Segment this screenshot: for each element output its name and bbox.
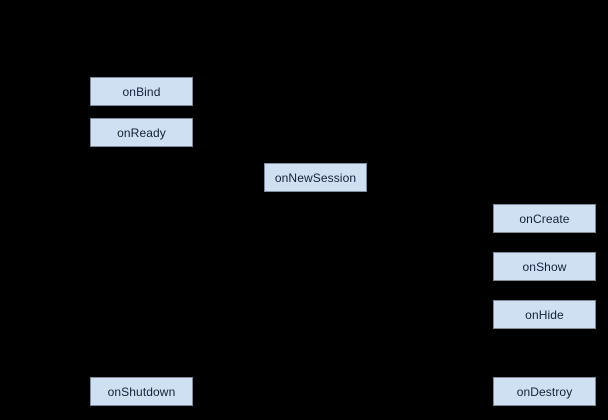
node-on-shutdown[interactable]: onShutdown	[90, 377, 193, 406]
node-label-on-hide: onHide	[525, 307, 564, 322]
node-label-on-show: onShow	[522, 259, 567, 274]
node-label-on-new-session: onNewSession	[274, 170, 357, 185]
node-label-on-shutdown: onShutdown	[107, 384, 176, 399]
node-on-create[interactable]: onCreate	[493, 204, 596, 233]
node-on-new-session[interactable]: onNewSession	[264, 163, 367, 192]
node-label-on-create: onCreate	[519, 211, 570, 226]
node-on-hide[interactable]: onHide	[493, 300, 596, 329]
node-label-on-ready: onReady	[117, 125, 166, 140]
node-on-ready[interactable]: onReady	[90, 118, 193, 147]
node-on-destroy[interactable]: onDestroy	[493, 377, 596, 406]
node-on-show[interactable]: onShow	[493, 252, 596, 281]
node-label-on-destroy: onDestroy	[516, 384, 573, 399]
node-label-on-bind: onBind	[122, 84, 161, 99]
node-on-bind[interactable]: onBind	[90, 77, 193, 106]
